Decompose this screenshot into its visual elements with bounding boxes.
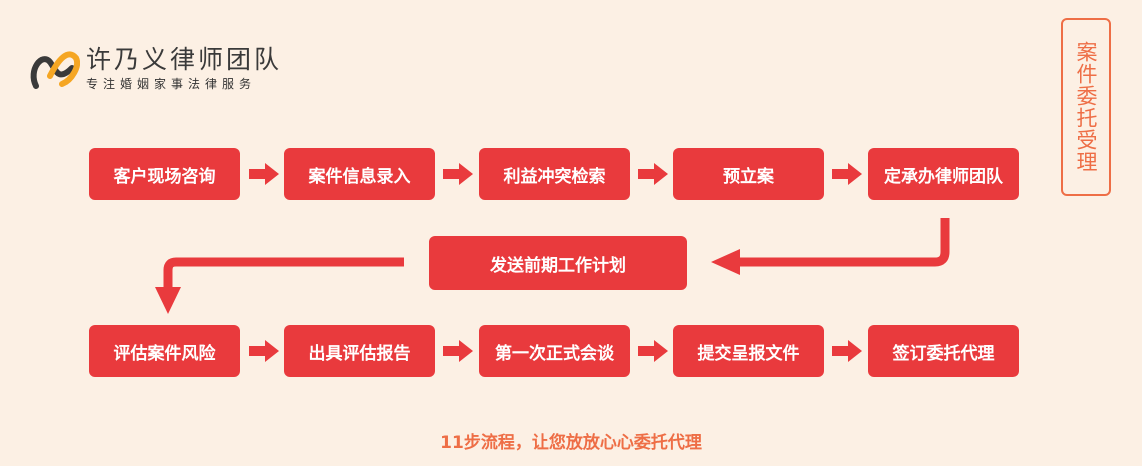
step-8: 出具评估报告 [284,325,435,377]
arrow-right-icon [832,340,862,362]
arrow-right-icon [638,163,668,185]
step-6: 发送前期工作计划 [429,236,687,290]
side-title-box: 案件委托受理 [1061,18,1111,196]
arrow-right-icon [249,340,279,362]
step-1: 客户现场咨询 [89,148,240,200]
arrow-right-icon [443,163,473,185]
arrow-right-icon [249,163,279,185]
step-4: 预立案 [673,148,824,200]
step-7: 评估案件风险 [89,325,240,377]
arrow-right-icon [443,340,473,362]
step-11: 签订委托代理 [868,325,1019,377]
step-3: 利益冲突检索 [479,148,630,200]
brand-slogan: 专注婚姻家事法律服务 [86,77,257,91]
connector-right-arrowhead [711,249,740,275]
step-10: 提交呈报文件 [673,325,824,377]
logo-icon [30,51,80,89]
connector-left [163,257,404,290]
connector-right [736,218,950,267]
step-2: 案件信息录入 [284,148,435,200]
connector-left-arrowhead [155,287,181,314]
step-5: 定承办律师团队 [868,148,1019,200]
side-title: 案件委托受理 [1074,41,1098,173]
brand-name: 许乃义律师团队 [86,45,283,74]
step-9: 第一次正式会谈 [479,325,630,377]
arrow-right-icon [638,340,668,362]
footer-tagline: 11步流程，让您放放心心委托代理 [440,433,702,453]
arrow-right-icon [832,163,862,185]
